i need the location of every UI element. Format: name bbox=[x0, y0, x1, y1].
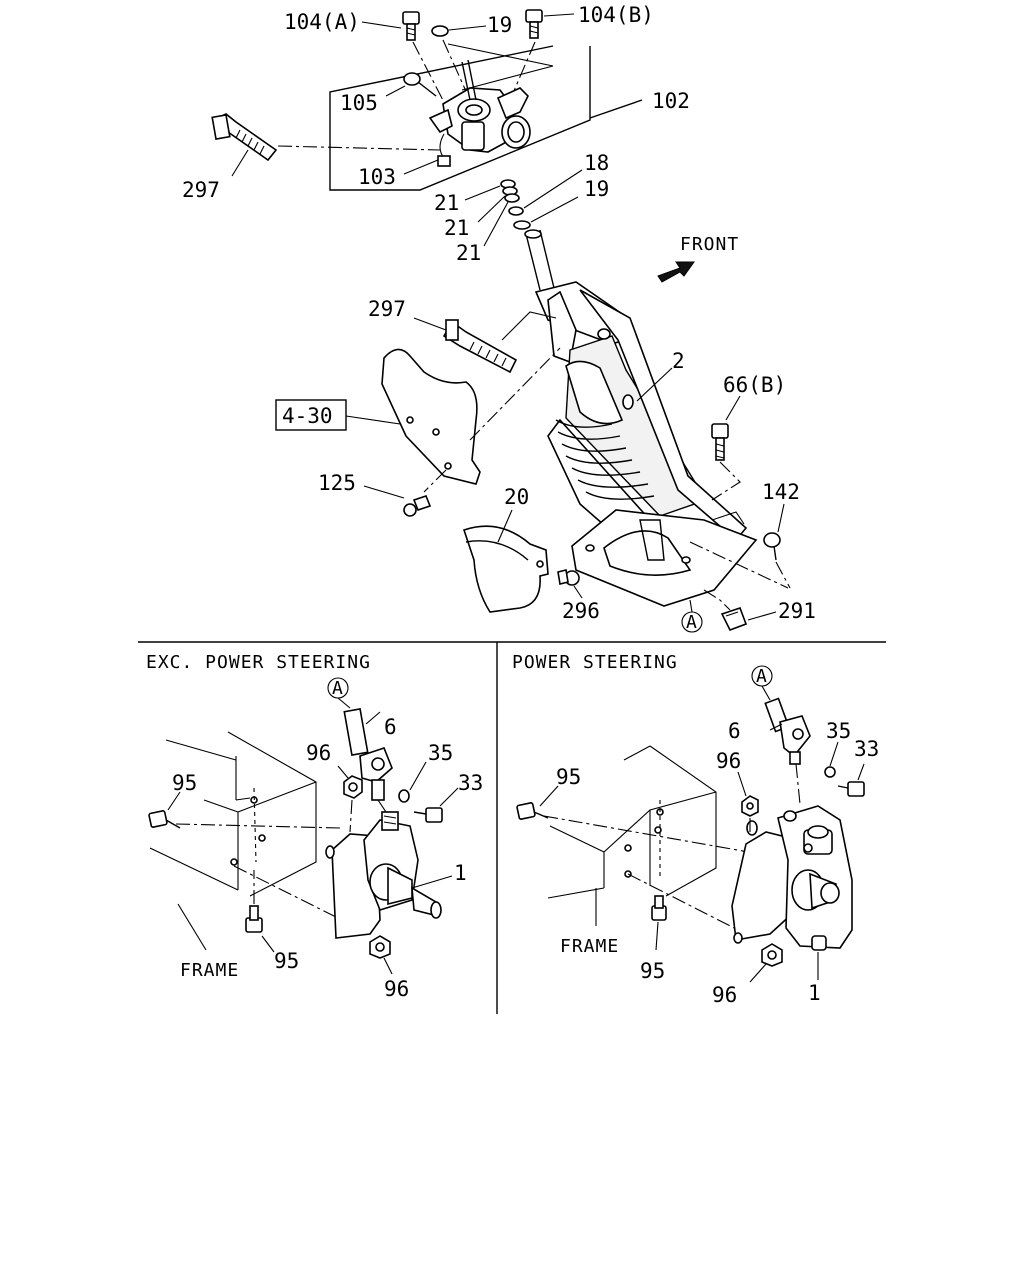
marker-a-left: A bbox=[332, 678, 344, 699]
nut-96-bottom-right bbox=[761, 943, 783, 967]
top-callouts: 104(A) 19 104(B) 105 102 103 297 18 19 2… bbox=[182, 3, 816, 633]
left-callouts: A 6 96 35 33 95 1 95 96 FRAME bbox=[172, 678, 483, 1001]
intermediate-shaft-left bbox=[327, 677, 393, 801]
ring-19 bbox=[513, 220, 531, 230]
intermediate-shaft-right bbox=[751, 665, 811, 765]
callout-21-a: 21 bbox=[434, 191, 459, 215]
top-assembly bbox=[211, 9, 791, 633]
callout-96-right-top: 96 bbox=[716, 749, 741, 773]
bolt-104b bbox=[525, 9, 543, 39]
callout-19-top: 19 bbox=[487, 13, 512, 37]
callout-103: 103 bbox=[358, 165, 396, 189]
callout-35-right: 35 bbox=[826, 719, 851, 743]
washer-35-left bbox=[398, 789, 410, 803]
bolt-95-side-right bbox=[516, 802, 549, 820]
callout-104a: 104(A) bbox=[284, 10, 360, 34]
screw-142 bbox=[763, 532, 781, 561]
marker-a-right: A bbox=[756, 666, 768, 687]
power-steering-gear-right bbox=[731, 805, 853, 951]
callout-102: 102 bbox=[652, 89, 690, 113]
steering-column bbox=[524, 229, 758, 607]
callout-125: 125 bbox=[318, 471, 356, 495]
front-label: FRONT bbox=[680, 234, 739, 255]
washer-35-right bbox=[824, 766, 836, 778]
right-callouts: A 6 96 35 33 95 95 96 1 FRAME bbox=[556, 666, 879, 1007]
nut-96-bottom-left bbox=[369, 935, 391, 959]
callout-2: 2 bbox=[672, 349, 685, 373]
callout-33-right: 33 bbox=[854, 737, 879, 761]
callout-291: 291 bbox=[778, 599, 816, 623]
callout-1-left: 1 bbox=[454, 861, 467, 885]
combination-switch bbox=[428, 59, 531, 167]
callout-35-left: 35 bbox=[428, 741, 453, 765]
callout-297-upper: 297 bbox=[182, 178, 220, 202]
reference-box-label: 4-30 bbox=[282, 404, 333, 428]
callout-33-left: 33 bbox=[458, 771, 483, 795]
callout-95-left-bottom: 95 bbox=[274, 949, 299, 973]
steering-gear-left bbox=[325, 811, 442, 939]
nut-96-top-left bbox=[343, 775, 363, 799]
callout-21-c: 21 bbox=[456, 241, 481, 265]
callout-95-right-side: 95 bbox=[556, 765, 581, 789]
callout-21-b: 21 bbox=[444, 216, 469, 240]
ref-marker-a: A bbox=[686, 612, 698, 633]
callout-296: 296 bbox=[562, 599, 600, 623]
nut-96-top-right bbox=[741, 795, 759, 817]
bolt-66b bbox=[711, 423, 729, 461]
cable-tie-297-upper bbox=[211, 113, 278, 162]
clip-296 bbox=[557, 569, 580, 586]
callout-96-left-bottom: 96 bbox=[384, 977, 409, 1001]
o-ring-19 bbox=[431, 25, 449, 37]
screw-105 bbox=[403, 72, 437, 97]
cover-20 bbox=[462, 525, 549, 613]
callout-20: 20 bbox=[504, 485, 529, 509]
callout-142: 142 bbox=[762, 480, 800, 504]
bolt-95-bottom-right bbox=[651, 895, 667, 921]
section-title-right: POWER STEERING bbox=[512, 652, 678, 673]
callout-96-right-bottom: 96 bbox=[712, 983, 737, 1007]
section-power-steering: POWER STEERING bbox=[512, 652, 865, 983]
ring-18 bbox=[508, 206, 524, 216]
section-exc-power-steering: EXC. POWER STEERING bbox=[146, 652, 459, 975]
column-cover bbox=[381, 348, 481, 485]
callout-105: 105 bbox=[340, 91, 378, 115]
bolt-95-bottom-left bbox=[245, 905, 263, 933]
callout-95-right-bottom: 95 bbox=[640, 959, 665, 983]
washers-21 bbox=[500, 179, 520, 203]
callout-66b: 66(B) bbox=[723, 373, 786, 397]
screw-125 bbox=[403, 495, 432, 517]
callout-6-right: 6 bbox=[728, 719, 741, 743]
bolt-33-right bbox=[837, 781, 865, 797]
clip-291 bbox=[720, 606, 748, 632]
callout-104b: 104(B) bbox=[578, 3, 654, 27]
bolt-95-side-left bbox=[148, 810, 181, 829]
frame-left bbox=[149, 731, 317, 951]
callout-1-right: 1 bbox=[808, 981, 821, 1005]
callout-6-left: 6 bbox=[384, 715, 397, 739]
bolt-104a bbox=[402, 11, 420, 41]
callout-18: 18 bbox=[584, 151, 609, 175]
cable-tie-297-lower bbox=[442, 319, 518, 374]
frame-label-right: FRAME bbox=[560, 936, 619, 957]
reference-box bbox=[275, 399, 347, 431]
callout-19: 19 bbox=[584, 177, 609, 201]
frame-label-left: FRAME bbox=[180, 960, 239, 981]
section-title-left: EXC. POWER STEERING bbox=[146, 652, 371, 673]
callout-297-lower: 297 bbox=[368, 297, 406, 321]
callout-95-left-side: 95 bbox=[172, 771, 197, 795]
bolt-33-left bbox=[413, 807, 443, 823]
callout-96-left-top: 96 bbox=[306, 741, 331, 765]
front-arrow-icon bbox=[657, 261, 695, 283]
